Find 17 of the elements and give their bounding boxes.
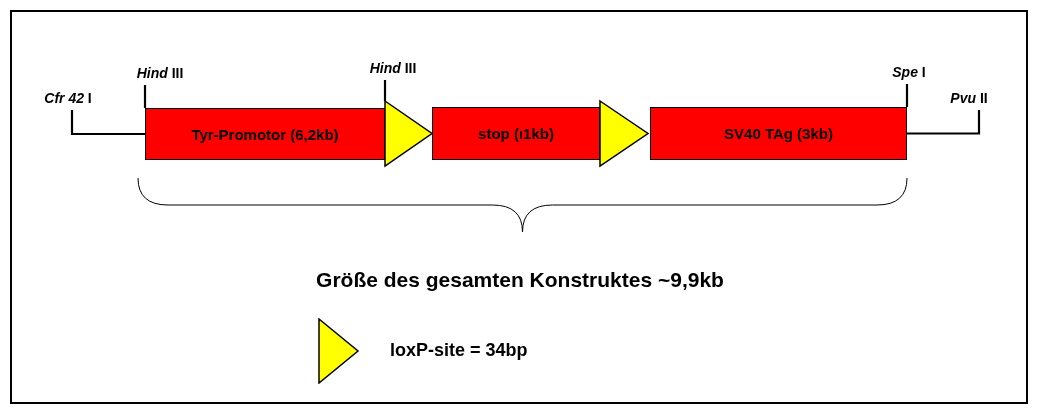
gene-segment-box: Tyr-Promotor (6,2kb) [145, 108, 385, 160]
construct-size-text: Größe des gesamten Konstruktes ~9,9kb [315, 268, 725, 292]
restriction-site-label: Hind III [362, 58, 424, 78]
gene-segment-box: SV40 TAg (3kb) [650, 107, 907, 160]
leader-line [143, 85, 147, 108]
restriction-site-label: Cfr 42 I [34, 88, 102, 108]
restriction-site-label: Pvu II [944, 88, 994, 108]
leader-line [383, 80, 387, 101]
leader-line [905, 84, 909, 107]
restriction-site-label: Spe I [886, 62, 932, 82]
loxp-site-triangle [600, 101, 648, 166]
leader-line [907, 110, 981, 135]
gene-segment-box: stop (ι1kb) [432, 107, 600, 160]
loxp-site-triangle [385, 101, 432, 166]
legend-text: loxP-site = 34bp [390, 340, 528, 361]
leader-line [70, 110, 145, 136]
restriction-site-label: Hind III [128, 63, 192, 83]
